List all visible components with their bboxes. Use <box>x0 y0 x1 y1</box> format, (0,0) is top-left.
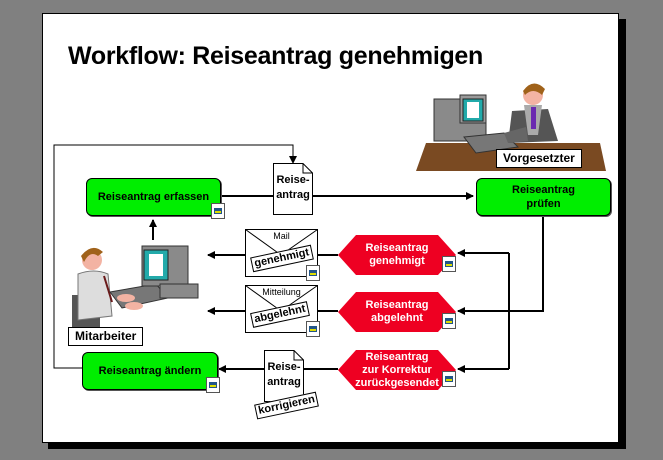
message-notice-rejected[interactable]: Mitteilung abgelehnt <box>245 285 318 333</box>
role-employee: Mitarbeiter <box>68 327 144 346</box>
function-modify-label: Reiseantrag ändern <box>98 365 202 377</box>
event-rejected-label-1: Reiseantrag <box>365 299 429 311</box>
function-review-label-1: Reiseantrag <box>512 184 575 196</box>
event-approved-label-1: Reiseantrag <box>365 242 429 254</box>
role-supervisor: Vorgesetzter <box>496 149 582 168</box>
application-pictogram-icon[interactable] <box>442 256 456 272</box>
event-returned-label-1: Reiseantrag <box>365 350 429 363</box>
event-request-rejected[interactable]: Reiseantrag abgelehnt <box>338 292 456 332</box>
computer-user-icon <box>72 245 199 327</box>
event-returned-label-2: zur Korrektur <box>362 363 432 376</box>
application-pictogram-icon[interactable] <box>306 321 320 337</box>
event-request-approved[interactable]: Reiseantrag genehmigt <box>338 235 456 275</box>
application-pictogram-icon[interactable] <box>442 313 456 329</box>
document-icon <box>273 163 313 215</box>
function-review-request[interactable]: Reiseantrag prüfen <box>476 178 611 216</box>
function-modify-request[interactable]: Reiseantrag ändern <box>82 352 218 390</box>
loop-connector <box>53 144 297 369</box>
application-pictogram-icon[interactable] <box>306 265 320 281</box>
document-correction-label-2: antrag <box>267 376 301 388</box>
application-pictogram-icon[interactable] <box>211 203 225 219</box>
mail-label: Mail <box>273 231 290 241</box>
document-travel-request[interactable]: Reise- antrag <box>273 163 313 215</box>
event-approved-label-2: genehmigt <box>369 255 425 267</box>
event-request-returned[interactable]: Reiseantrag zur Korrektur zurückgesendet <box>338 350 456 390</box>
function-capture-request[interactable]: Reiseantrag erfassen <box>86 178 221 216</box>
event-rejected-label-2: abgelehnt <box>371 312 423 324</box>
review-to-rejected <box>457 215 544 315</box>
function-capture-label: Reiseantrag erfassen <box>97 191 210 203</box>
application-pictogram-icon[interactable] <box>442 371 456 387</box>
notice-label: Mitteilung <box>262 287 301 297</box>
message-mail-approved[interactable]: Mail genehmigt <box>245 229 318 277</box>
document-request-label-2: antrag <box>276 189 310 201</box>
application-pictogram-icon[interactable] <box>206 377 220 393</box>
event-returned-label-3: zurückgesendet <box>355 376 439 389</box>
document-request-label-1: Reise- <box>276 174 310 186</box>
function-review-label-2: prüfen <box>526 198 561 210</box>
document-correction-label-1: Reise- <box>267 361 301 373</box>
document-icon <box>264 350 304 402</box>
slide-title: Workflow: Reiseantrag genehmigen <box>68 42 484 70</box>
document-correction-request[interactable]: Reise- antrag <box>264 350 304 402</box>
